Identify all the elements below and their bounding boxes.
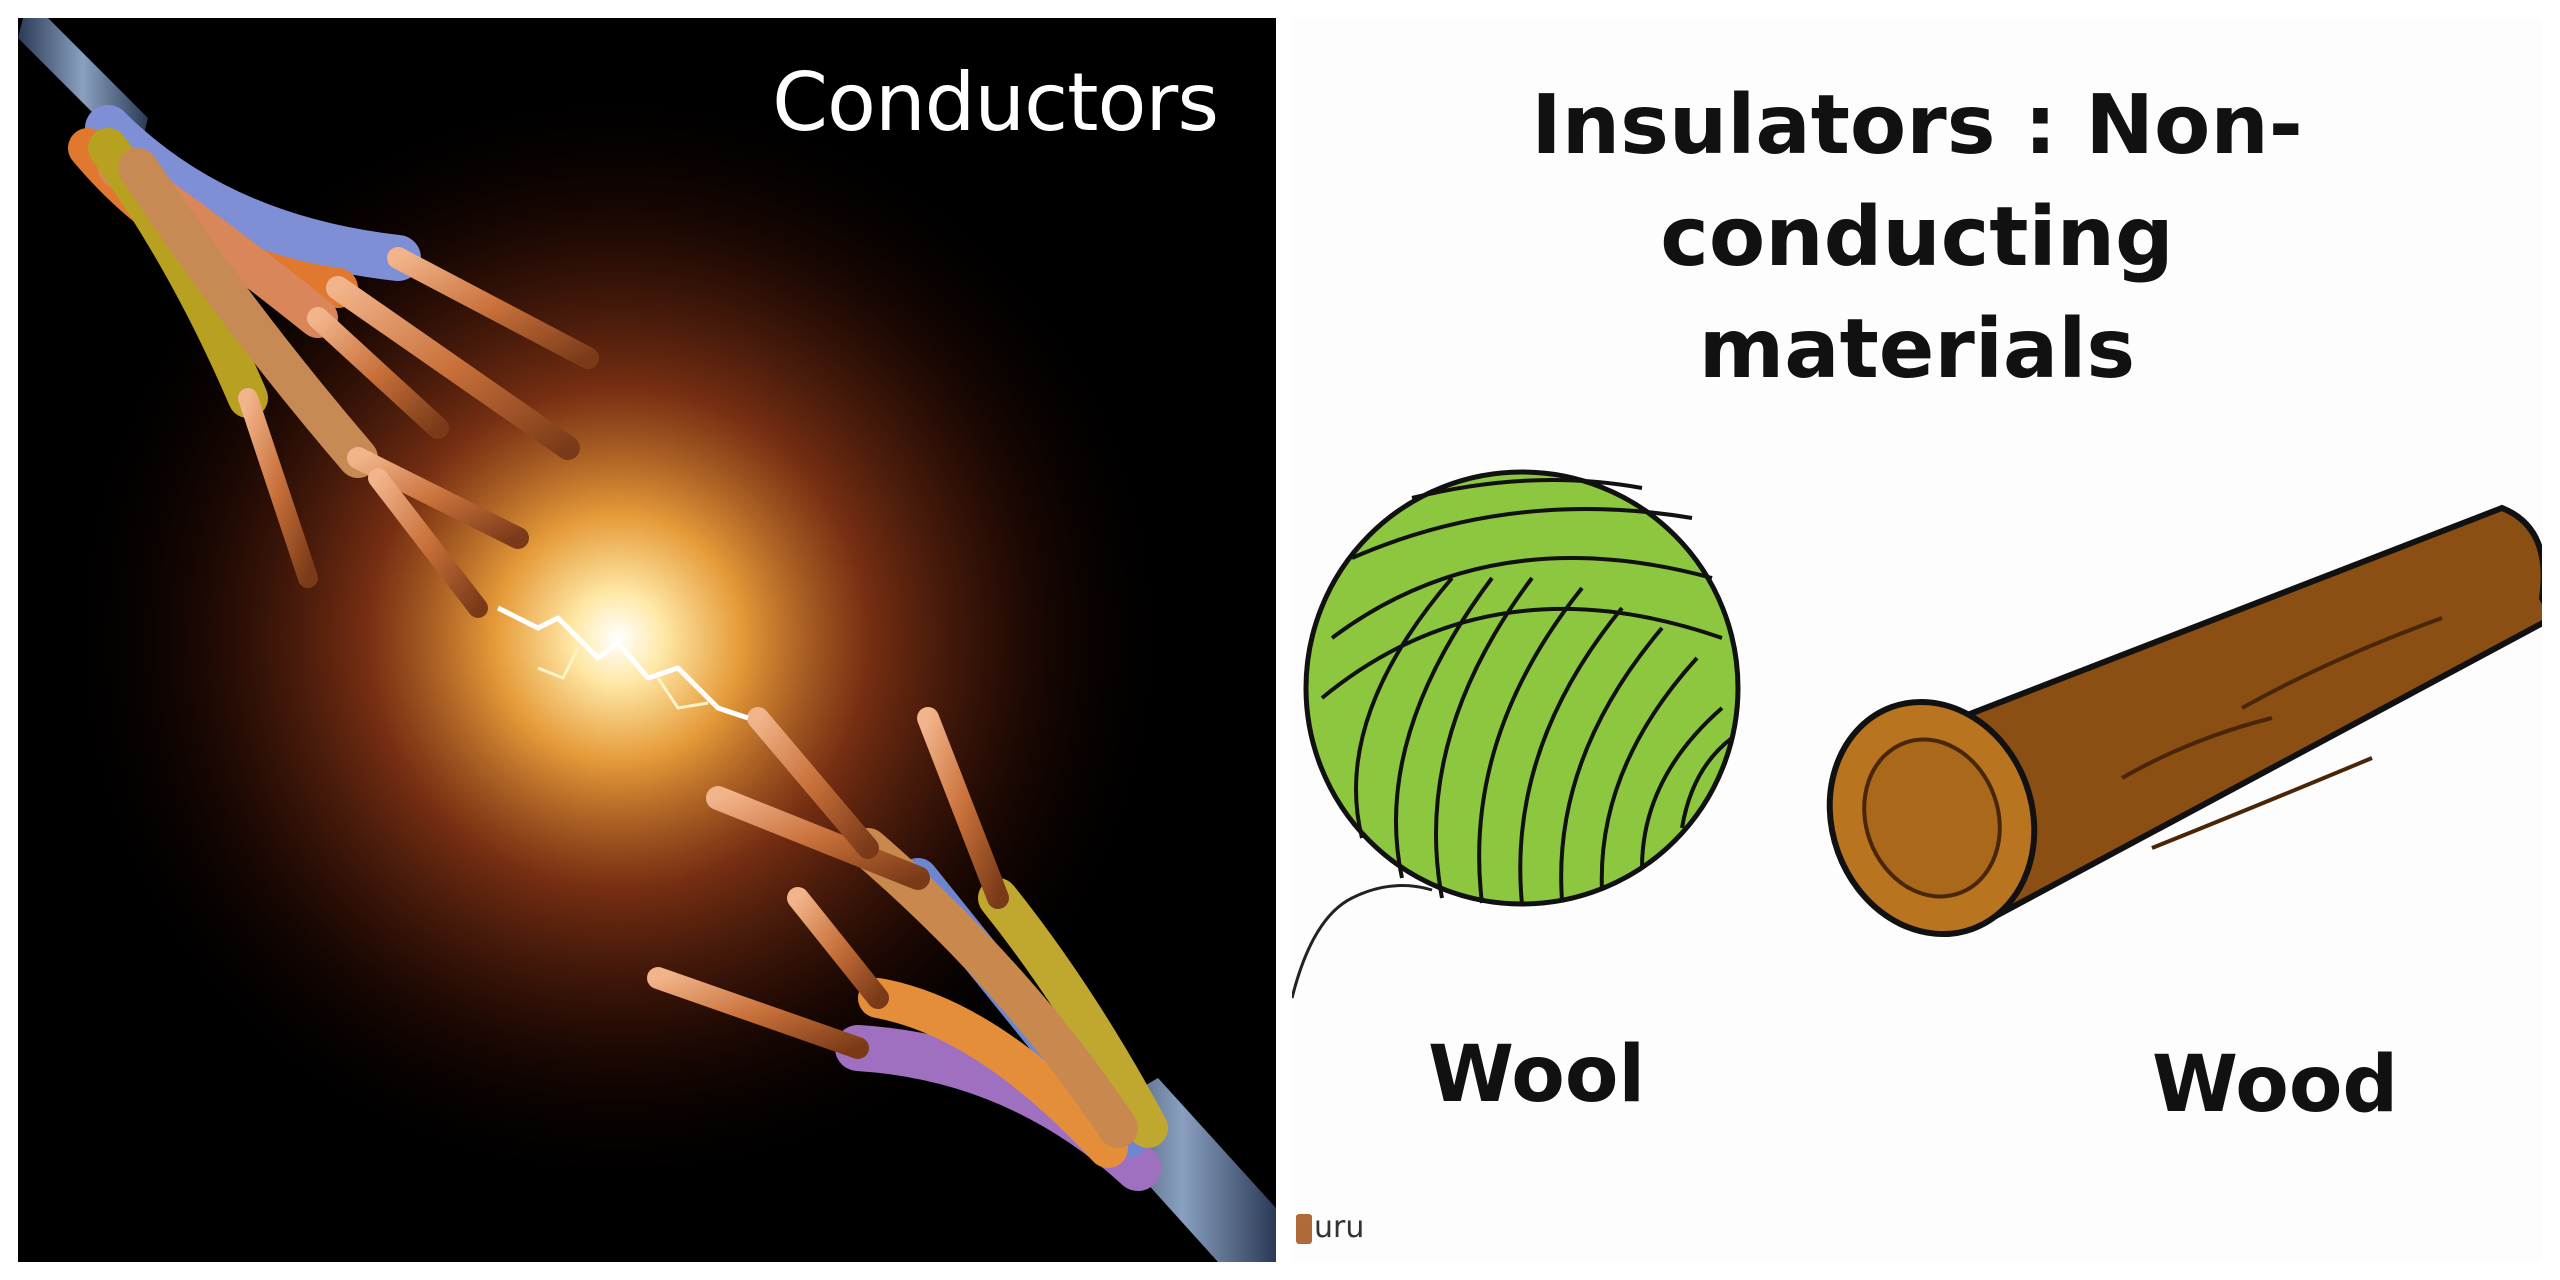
wool-ball-image — [1292, 469, 1741, 999]
watermark-text: uru — [1314, 1210, 1365, 1245]
insulators-title-line2: materials — [1698, 302, 2136, 397]
upper-cable — [18, 18, 599, 618]
wood-log-image — [1826, 504, 2542, 938]
spark-bolt — [496, 605, 749, 721]
lower-cable — [647, 707, 1276, 1262]
watermark-logo-icon — [1296, 1213, 1312, 1244]
cable-spark-illustration — [18, 18, 1276, 1262]
wool-label: Wool — [1428, 1030, 1646, 1120]
watermark: uru — [1296, 1210, 1364, 1245]
conductors-title: Conductors — [772, 56, 1219, 149]
conductors-panel: Conductors — [18, 18, 1276, 1262]
insulators-title: Insulators : Non-conducting materials — [1292, 70, 2542, 406]
wood-label: Wood — [2152, 1040, 2399, 1130]
insulators-panel: Insulators : Non-conducting materials — [1292, 18, 2542, 1262]
insulators-title-line1: Insulators : Non-conducting — [1531, 78, 2303, 285]
spark-glow — [58, 78, 1178, 1198]
insulators-illustration — [1292, 469, 2542, 999]
